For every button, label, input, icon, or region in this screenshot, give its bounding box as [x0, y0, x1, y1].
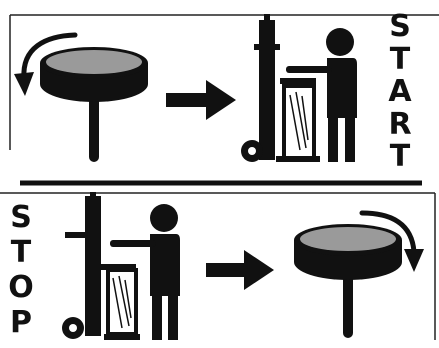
start-letter: R: [388, 110, 411, 143]
person-at-hand-truck-icon: [241, 14, 357, 162]
stop-letter: O: [8, 273, 34, 308]
stop-letter: S: [10, 203, 32, 238]
arrow-right-icon: [206, 250, 274, 290]
start-letter: S: [389, 12, 411, 45]
rotating-table-icon: [294, 224, 402, 338]
arrow-right-icon: [166, 80, 236, 120]
start-letter: T: [390, 142, 410, 175]
start-letter: T: [390, 45, 410, 78]
rotating-table-icon: [40, 47, 148, 162]
stop-letter: P: [10, 308, 32, 343]
start-label: S T A R T: [385, 12, 415, 175]
stop-letter: T: [11, 238, 31, 273]
start-letter: A: [388, 77, 411, 110]
person-at-hand-truck-icon: [62, 192, 180, 340]
stop-label: S T O P: [6, 203, 36, 343]
